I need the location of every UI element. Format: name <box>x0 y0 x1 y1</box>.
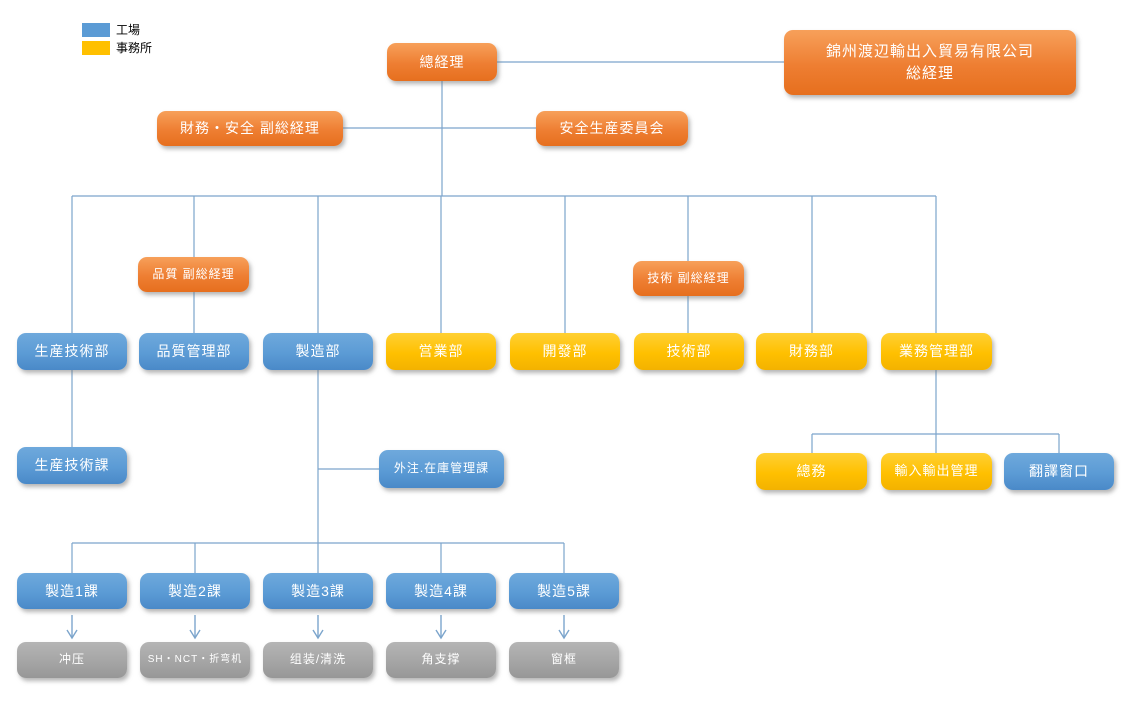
legend-label-factory: 工場 <box>116 23 141 37</box>
legend-label-office: 事務所 <box>116 41 153 55</box>
factory-color-swatch <box>82 22 110 37</box>
legend-item-office: 事務所 <box>82 40 152 55</box>
office-color-swatch <box>82 40 110 55</box>
legend: 工場 事務所 <box>82 22 152 58</box>
legend-item-factory: 工場 <box>82 22 152 37</box>
